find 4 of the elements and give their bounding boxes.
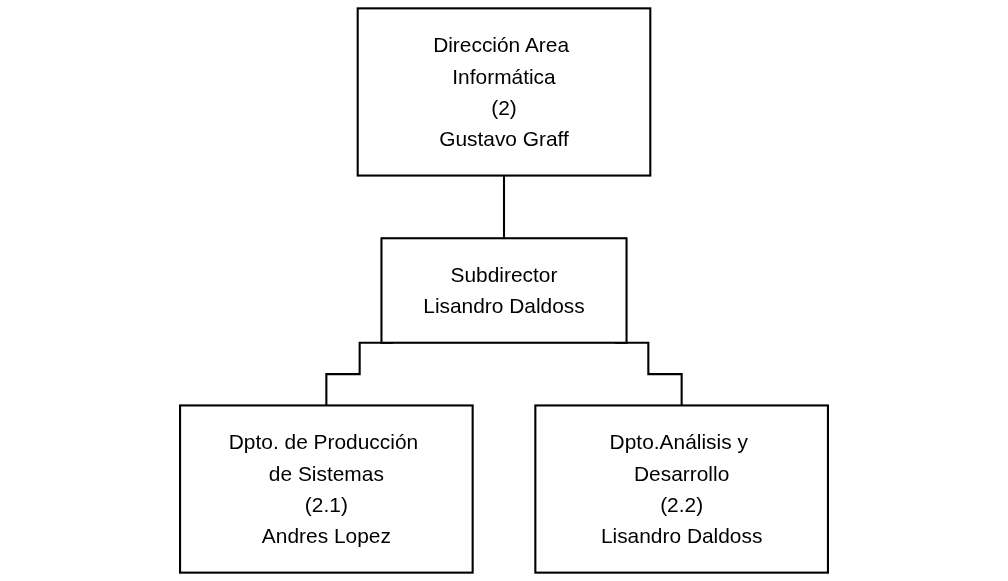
node-box: Dirección Area Informática (2) Gustavo Graff [356, 7, 652, 177]
node-box: Subdirector Lisandro Daldoss [380, 237, 628, 344]
node-box: Dpto.Análisis y Desarrollo (2.2) Lisandro Daldoss [534, 404, 829, 574]
node-box: Dpto. de Producción de Sistemas (2.1) Andres Lopez [179, 404, 474, 574]
